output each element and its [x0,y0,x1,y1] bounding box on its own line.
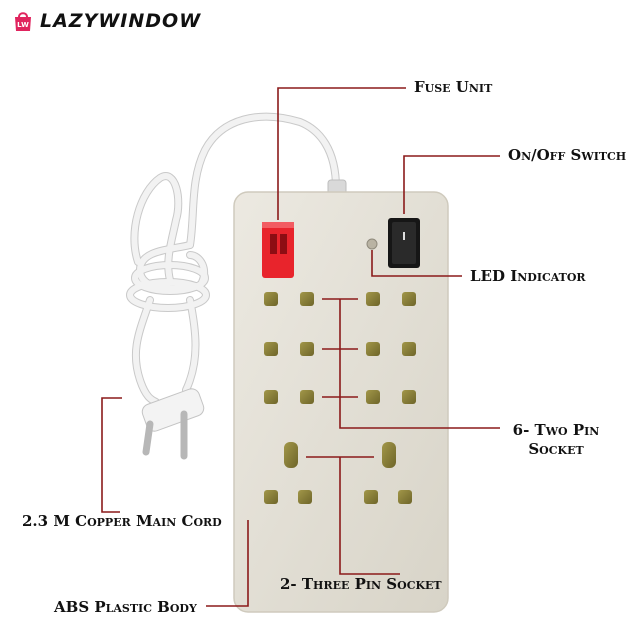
plastic-body [233,191,449,613]
brand-logo-text: LW [17,21,29,29]
label-two-pin-socket: 6- Two Pin Socket [500,421,612,459]
label-main-cord: 2.3 M Copper Main Cord [22,512,222,530]
brand-name: LAZYWINDOW [40,10,202,32]
two-pin-socket[interactable] [264,292,314,306]
fuse-unit [262,222,294,278]
shopping-bag-logo-icon: LW [15,12,31,31]
leader-lines [101,87,500,607]
three-pin-socket[interactable] [264,442,312,504]
leader-body [206,520,249,607]
label-body: ABS Plastic Body [54,598,197,616]
label-led-indicator: LED Indicator [470,267,586,285]
power-cord [126,112,340,406]
leader-main-cord [101,397,122,513]
led-indicator [366,238,378,250]
leader-led-indicator [371,250,462,277]
label-three-pin-socket: 2- Three Pin Socket [280,575,442,593]
leader-three-pin-socket [306,456,400,575]
leader-two-pin-socket [322,298,500,429]
leader-fuse-unit [277,87,406,220]
label-fuse-unit: Fuse Unit [414,78,493,96]
three-pin-sockets [264,442,412,504]
label-two-pin-socket-line1: 6- Two Pin [512,421,600,439]
two-pin-socket[interactable] [366,292,416,306]
brand: LW LAZYWINDOW [12,10,201,32]
leader-on-off-switch [403,155,500,214]
label-on-off-switch: On/Off Switch [508,146,627,164]
three-pin-socket[interactable] [364,442,412,504]
two-pin-socket[interactable] [264,342,314,356]
on-off-switch[interactable] [388,218,420,268]
two-pin-socket[interactable] [264,390,314,404]
two-pin-plug [141,388,205,460]
two-pin-socket[interactable] [366,342,416,356]
two-pin-socket[interactable] [366,390,416,404]
label-two-pin-socket-line2: Socket [528,440,584,458]
two-pin-sockets [264,292,416,404]
